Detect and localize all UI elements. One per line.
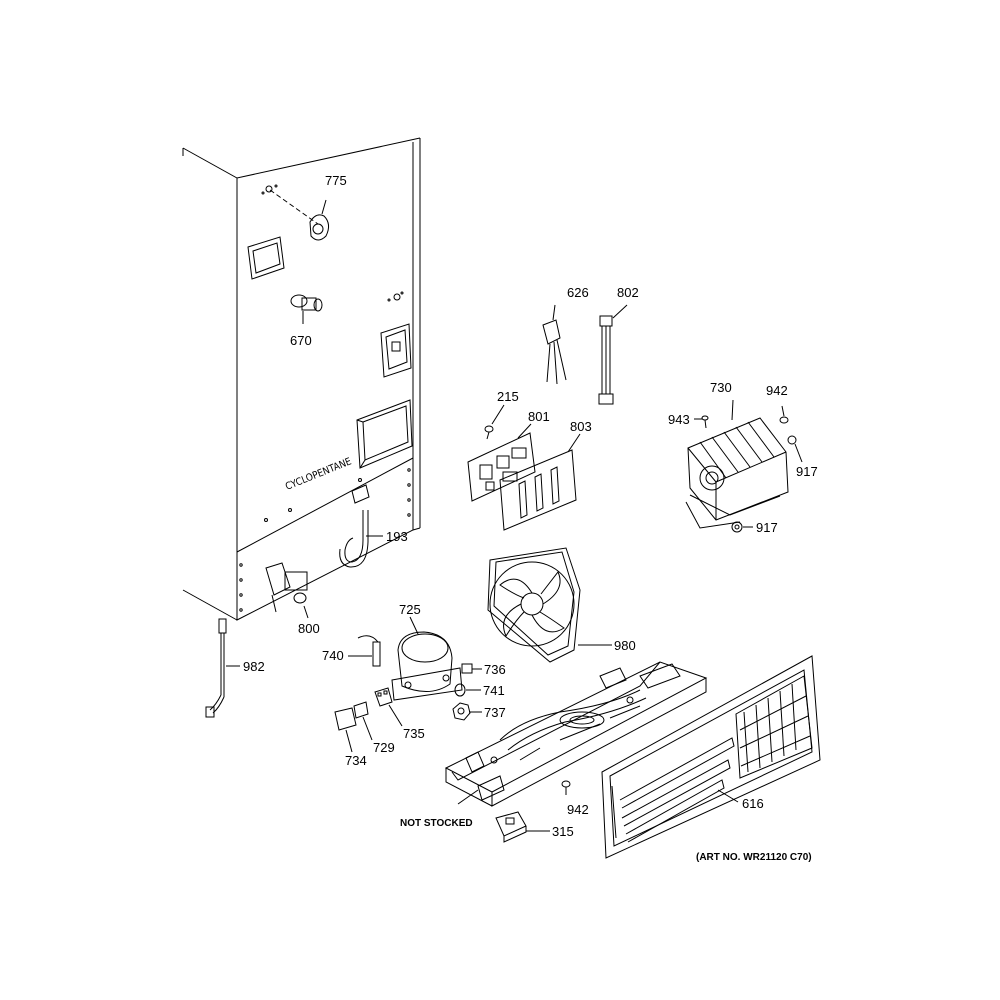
part-741-component (454, 683, 481, 697)
callout-917-lower: 917 (756, 520, 778, 535)
part-193-drain-tube (339, 510, 383, 568)
cabinet-back-panel (182, 137, 421, 621)
part-942-screw-upper (779, 405, 789, 424)
part-942-screw-lower (561, 780, 571, 795)
panel-stamp: CYCLOPENTANE (284, 456, 353, 493)
part-801-control-board (467, 423, 536, 502)
part-943-screw (694, 415, 709, 429)
callout-626: 626 (567, 285, 589, 300)
callout-736: 736 (484, 662, 506, 677)
part-736-component (461, 663, 482, 674)
part-215-screw (484, 404, 505, 440)
callout-741: 741 (483, 683, 505, 698)
callout-982: 982 (243, 659, 265, 674)
callout-734: 734 (345, 753, 367, 768)
callout-730: 730 (710, 380, 732, 395)
callout-803: 803 (570, 419, 592, 434)
callout-775: 775 (325, 173, 347, 188)
callout-725: 725 (399, 602, 421, 617)
part-917-grommet-lower (731, 521, 753, 533)
callout-980: 980 (614, 638, 636, 653)
callout-315: 315 (552, 824, 574, 839)
callout-193: 193 (386, 529, 408, 544)
part-740-component (348, 635, 381, 667)
part-735-start-relay (374, 687, 403, 727)
part-725-compressor (391, 616, 463, 701)
callout-801: 801 (528, 409, 550, 424)
callout-735: 735 (403, 726, 425, 741)
callout-802: 802 (617, 285, 639, 300)
callout-942-upper: 942 (766, 383, 788, 398)
callout-670: 670 (290, 333, 312, 348)
callout-215: 215 (497, 389, 519, 404)
part-982-water-tube (205, 618, 240, 718)
part-980-fan-assembly (487, 547, 612, 663)
callout-737: 737 (484, 705, 506, 720)
base-tray (444, 661, 708, 807)
part-315-bracket (495, 811, 550, 843)
part-802-wire-harness (598, 304, 628, 405)
part-626-sensor (542, 304, 567, 385)
part-737-grommet (452, 702, 482, 721)
not-stocked-note: NOT STOCKED (400, 818, 473, 829)
art-number: (ART NO. WR21120 C70) (696, 852, 812, 863)
callout-740: 740 (322, 648, 344, 663)
part-917-grommet-upper (787, 435, 803, 463)
part-803-board-cover (499, 433, 581, 531)
part-734-label (334, 707, 357, 753)
part-616-condenser (601, 655, 821, 859)
callout-616: 616 (742, 796, 764, 811)
part-729-cover (353, 701, 373, 741)
callout-917-upper: 917 (796, 464, 818, 479)
part-670-fitting (290, 294, 323, 324)
part-800-water-valve (265, 562, 309, 619)
callout-729: 729 (373, 740, 395, 755)
callout-800: 800 (298, 621, 320, 636)
part-775-fitting (269, 189, 330, 241)
callout-943: 943 (668, 412, 690, 427)
part-730-evaporator (685, 399, 789, 529)
callout-942-lower: 942 (567, 802, 589, 817)
